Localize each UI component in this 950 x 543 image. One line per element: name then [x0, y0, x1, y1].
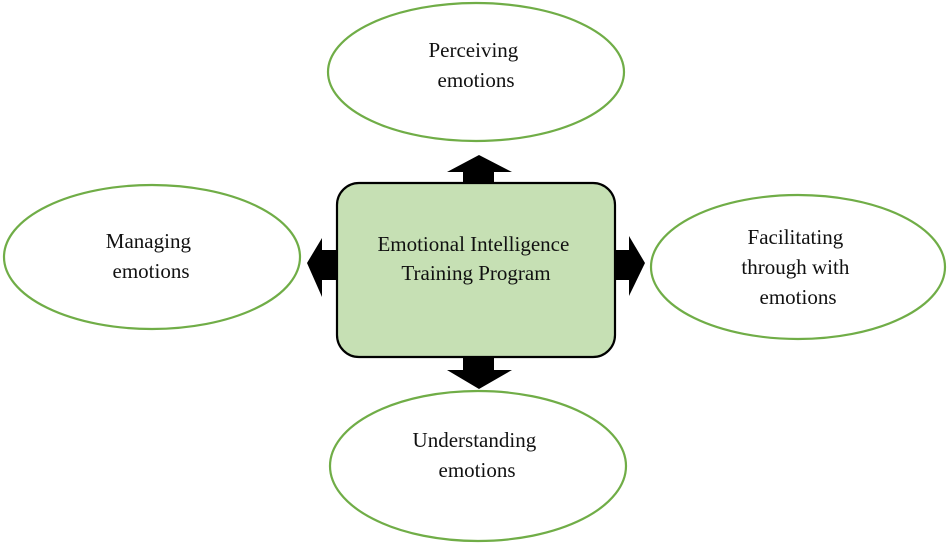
ellipse-left — [2, 183, 302, 331]
arrow-right-icon — [614, 236, 645, 296]
ellipse-bottom — [328, 389, 628, 543]
node-managing-emotions: Managing emotions — [2, 183, 302, 331]
arrow-up-icon — [447, 155, 512, 183]
node-label-bottom: Understanding emotions — [413, 428, 542, 482]
arrow-left-icon — [307, 238, 338, 297]
node-facilitating-emotions: Facilitating through with emotions — [649, 193, 947, 341]
center-label: Emotional Intelligence Training Program — [377, 232, 574, 285]
ellipse-top — [326, 1, 626, 143]
node-label-right: Facilitating through with emotions — [741, 225, 854, 309]
ellipse-right — [649, 193, 947, 341]
arrow-down-icon — [447, 356, 512, 389]
node-label-top: Perceiving emotions — [428, 38, 523, 92]
node-understanding-emotions: Understanding emotions — [328, 389, 628, 543]
node-label-left: Managing emotions — [106, 229, 196, 283]
node-perceiving-emotions: Perceiving emotions — [326, 1, 626, 143]
center-node: Emotional Intelligence Training Program — [335, 181, 617, 359]
center-box — [335, 181, 617, 359]
